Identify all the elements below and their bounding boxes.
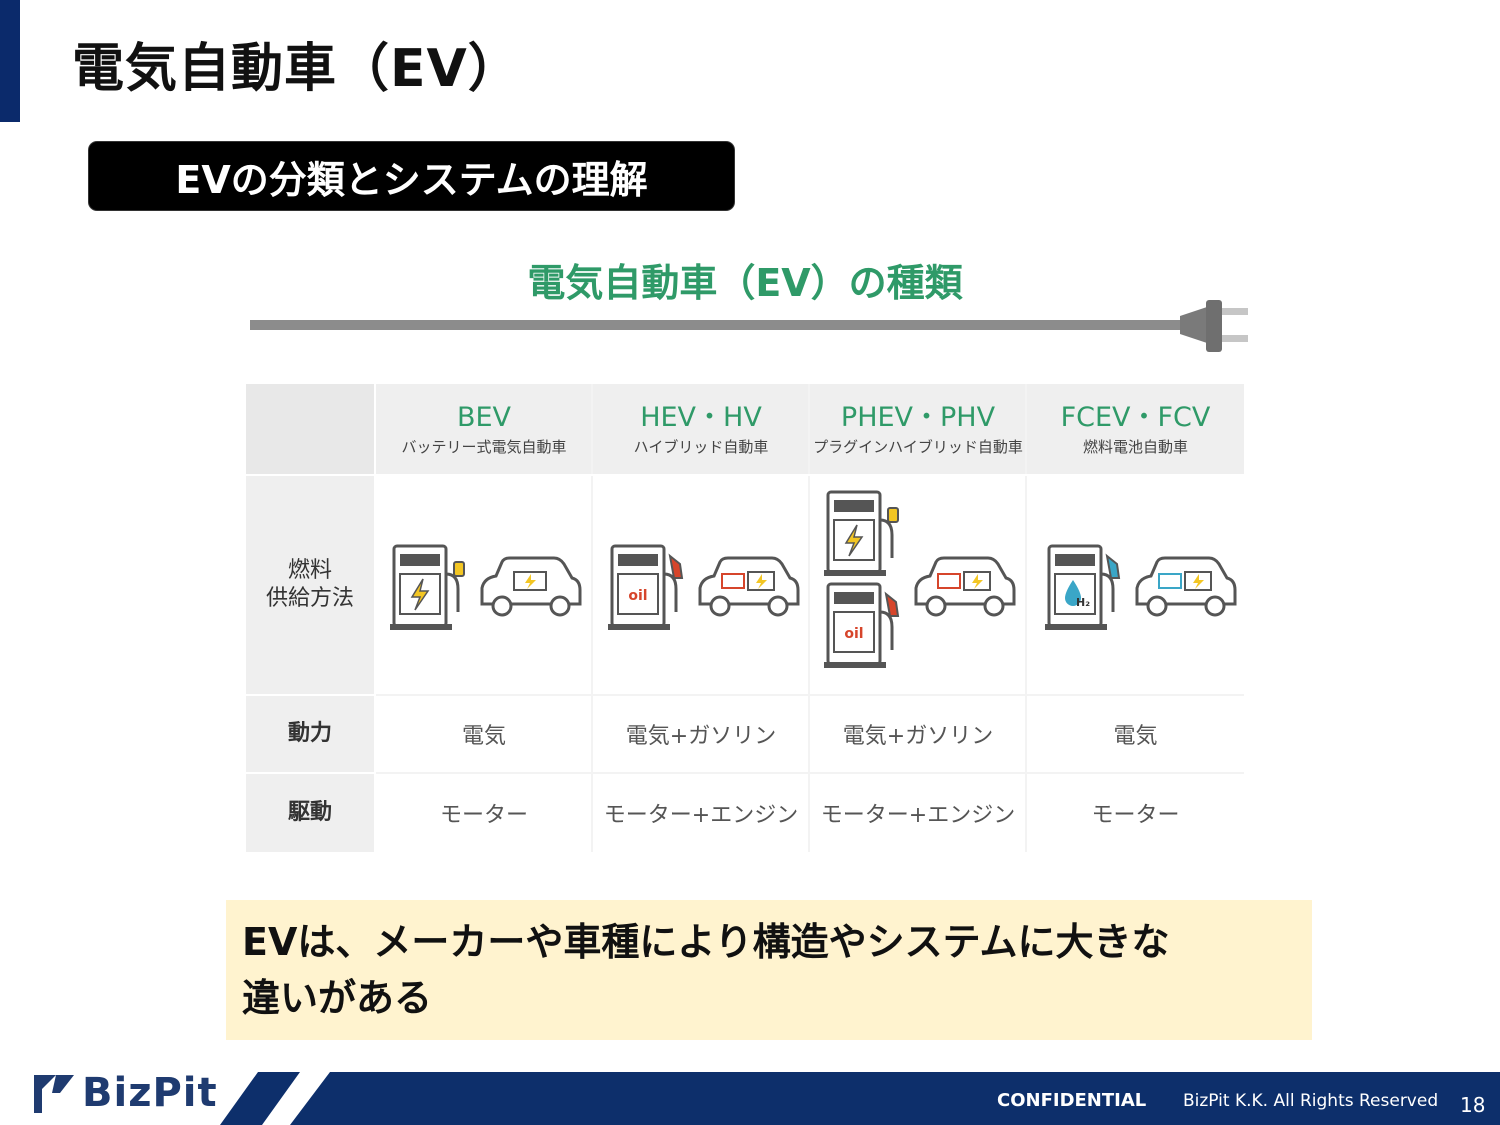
column-name: プラグインハイブリッド自動車	[813, 437, 1023, 456]
header-corner	[246, 384, 374, 474]
car-icon	[1135, 556, 1237, 617]
bev-fuel-illustration	[390, 544, 582, 630]
page-title: 電気自動車（EV）	[72, 39, 521, 99]
column-header-phev: PHEV・PHV プラグインハイブリッド自動車	[810, 384, 1026, 474]
row-header-power: 動力	[246, 696, 374, 772]
logo-wordmark: BizPit	[82, 1070, 218, 1116]
column-header-hev: HEV・HV ハイブリッド自動車	[593, 384, 809, 474]
column-name: ハイブリッド自動車	[633, 437, 769, 456]
title-accent-bar	[0, 0, 20, 122]
drive-cell: モーター	[1091, 803, 1180, 828]
hev-fuel-illustration: oil	[608, 544, 800, 630]
bizpit-logo-icon	[34, 1075, 74, 1113]
column-code: FCEV・FCV	[1060, 401, 1211, 433]
oil-label: oil	[628, 588, 647, 604]
grid-line	[376, 694, 1244, 696]
grid-line	[591, 384, 593, 852]
oil-label: oil	[844, 626, 863, 642]
car-icon	[698, 556, 800, 617]
confidential-label: CONFIDENTIAL	[997, 1090, 1147, 1111]
row-header-drive-label: 駆動	[287, 800, 332, 825]
row-header-fuel: 燃料 供給方法	[246, 474, 374, 696]
grid-line	[1025, 384, 1027, 852]
fcev-fuel-illustration: H₂	[1045, 544, 1237, 630]
key-message-line2: 違いがある	[242, 976, 433, 1020]
column-code: PHEV・PHV	[840, 401, 996, 433]
drive-cell: モーター+エンジン	[820, 803, 1016, 828]
power-cell: 電気	[461, 724, 506, 749]
drive-cell: モーター+エンジン	[603, 803, 799, 828]
car-icon	[914, 556, 1016, 617]
power-cell: 電気	[1113, 724, 1158, 749]
grid-line	[376, 772, 1244, 774]
column-code: BEV	[456, 401, 512, 433]
row-header-fuel-line1: 燃料	[287, 558, 332, 583]
car-icon	[480, 556, 582, 617]
key-message-text: EVは、メーカーや車種により構造やシステムに大きな 違いがある	[242, 914, 1292, 1026]
power-cell: 電気+ガソリン	[842, 724, 994, 749]
section-badge: EVの分類とシステムの理解	[89, 142, 734, 210]
row-header-fuel-line2: 供給方法	[265, 586, 354, 611]
hydrogen-station-icon: H₂	[1045, 544, 1121, 630]
key-message-callout: EVは、メーカーや車種により構造やシステムに大きな 違いがある	[226, 900, 1312, 1040]
grid-line	[246, 474, 1244, 476]
charging-station-icon	[824, 490, 899, 576]
gas-pump-icon: oil	[608, 544, 684, 630]
hydrogen-label: H₂	[1076, 596, 1090, 609]
drive-cell: モーター	[439, 803, 528, 828]
page-number: 18	[1460, 1093, 1486, 1117]
key-message-line1: EVは、メーカーや車種により構造やシステムに大きな	[242, 920, 1170, 964]
grid-line	[374, 384, 376, 852]
grid-line	[246, 772, 374, 774]
gas-pump-icon: oil	[824, 582, 900, 668]
chart-title: 電気自動車（EV）の種類	[527, 261, 963, 305]
column-name: 燃料電池自動車	[1082, 437, 1188, 456]
copyright-notice: BizPit K.K. All Rights Reserved	[1183, 1091, 1439, 1111]
grid-line	[246, 694, 374, 696]
section-badge-label: EVの分類とシステムの理解	[175, 157, 648, 202]
plug-cord-icon	[250, 300, 1248, 352]
ev-types-table: BEV バッテリー式電気自動車 HEV・HV ハイブリッド自動車 PHEV・PH…	[246, 384, 1244, 852]
charging-station-icon	[390, 544, 465, 630]
bizpit-logo: BizPit	[32, 1070, 218, 1116]
header-row-bg	[246, 384, 1244, 474]
column-header-bev: BEV バッテリー式電気自動車	[376, 384, 592, 474]
column-code: HEV・HV	[640, 401, 762, 433]
column-name: バッテリー式電気自動車	[401, 437, 567, 456]
power-cell: 電気+ガソリン	[625, 724, 777, 749]
row-header-power-label: 動力	[287, 721, 332, 746]
grid-line	[808, 384, 810, 852]
row-header-drive: 駆動	[246, 774, 374, 852]
phev-fuel-illustration: oil	[824, 490, 1016, 668]
footer-band	[220, 1072, 1500, 1125]
column-header-fcev: FCEV・FCV 燃料電池自動車	[1027, 384, 1244, 474]
